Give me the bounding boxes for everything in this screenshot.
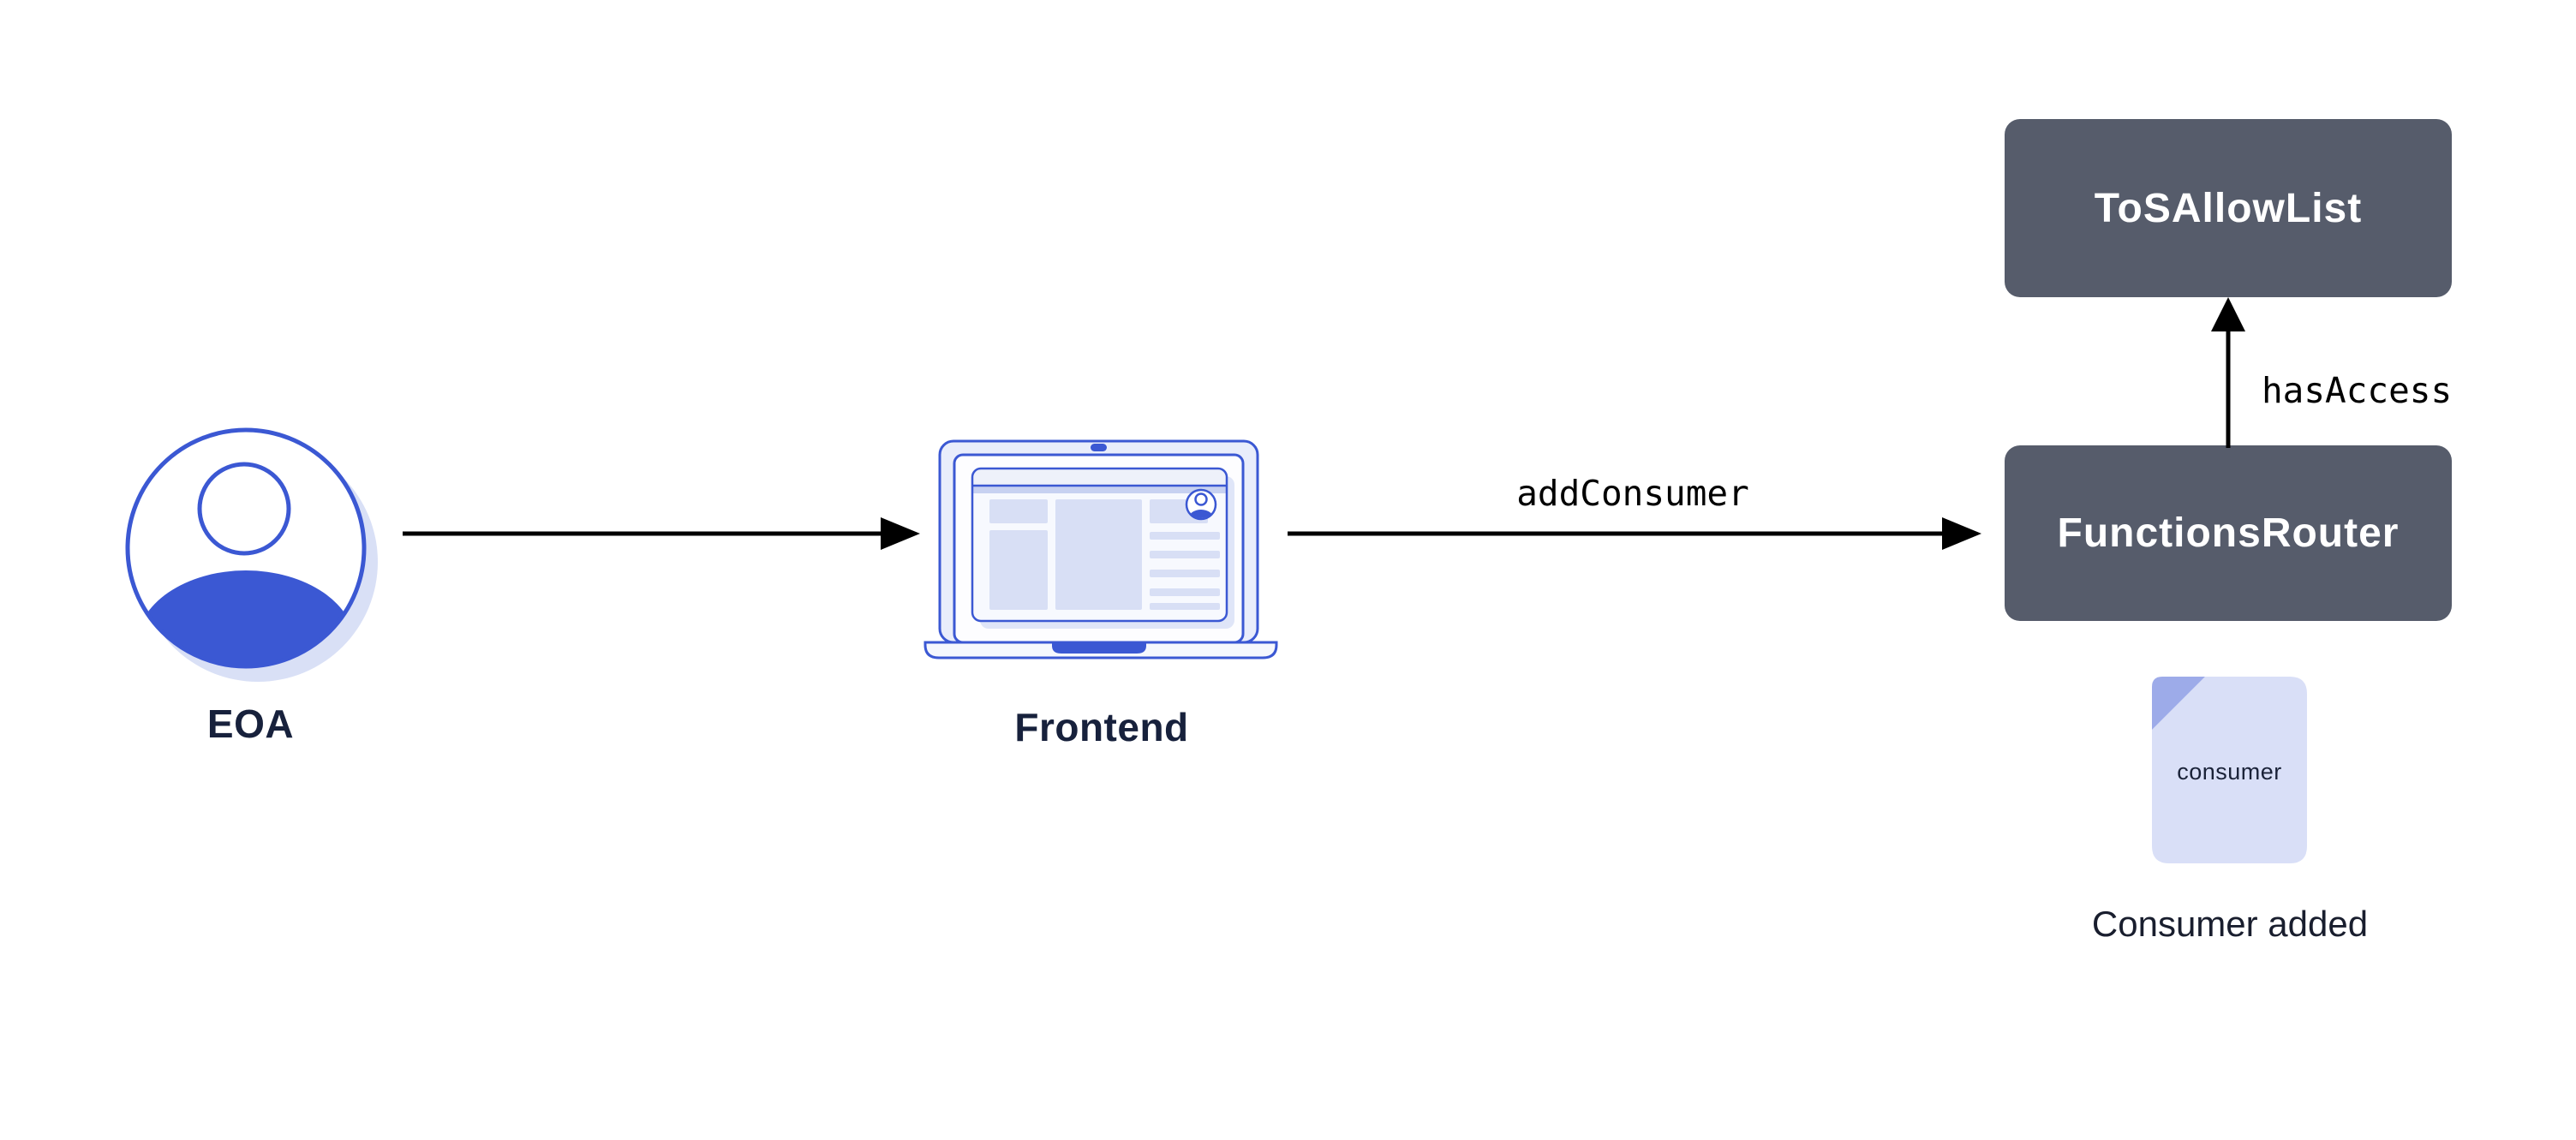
edge-hasaccess-label: hasAccess (2262, 370, 2453, 411)
arrow-right-icon (403, 517, 920, 550)
user-avatar-icon (125, 427, 378, 682)
document-icon (2152, 677, 2307, 863)
document-file-text: consumer (2177, 759, 2282, 785)
node-frontend-label: Frontend (1014, 705, 1189, 749)
node-functions-router: FunctionsRouter (2005, 445, 2452, 621)
arrow-right-icon (1288, 517, 1981, 550)
edge-addconsumer-label: addConsumer (1516, 473, 1749, 514)
node-tos-allow-list: ToSAllowList (2005, 119, 2452, 297)
laptop-icon (923, 439, 1278, 660)
node-eoa-label: EOA (206, 701, 295, 746)
node-functions-router-label: FunctionsRouter (2057, 510, 2400, 556)
node-tos-allow-list-label: ToSAllowList (2094, 185, 2363, 231)
arrow-up-icon (2211, 297, 2245, 448)
consumer-added-caption: Consumer added (2091, 904, 2369, 944)
